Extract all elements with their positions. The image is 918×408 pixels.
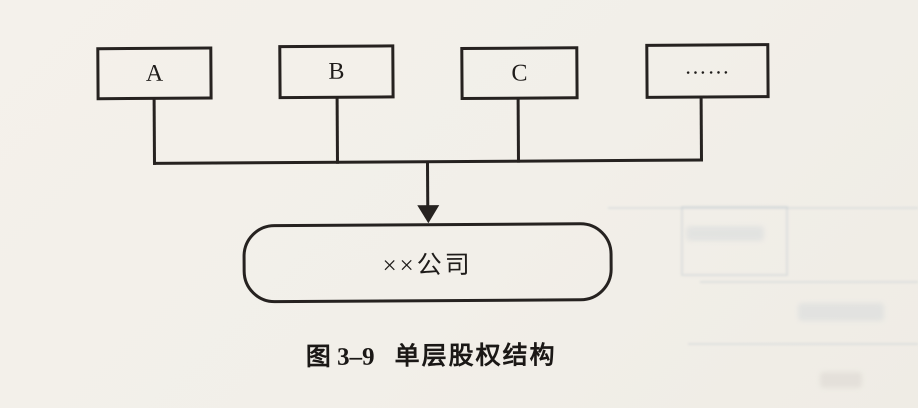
company-box: ××公司 — [242, 222, 613, 304]
arrow-head-icon — [417, 205, 440, 224]
connector-stub-b — [335, 96, 340, 164]
shareholder-box-ellipsis: …… — [645, 43, 770, 99]
shareholder-box-a: A — [96, 46, 213, 101]
shareholder-label-ellipsis: …… — [684, 52, 731, 79]
shareholder-box-c: C — [460, 46, 579, 100]
shareholder-box-b: B — [278, 44, 395, 100]
connector-stub-c — [516, 97, 520, 163]
arrow-shaft — [425, 161, 430, 208]
company-label: ××公司 — [382, 251, 473, 279]
figure-caption-title: 单层股权结构 — [394, 342, 557, 371]
connector-stub-ellipsis — [699, 96, 703, 162]
figure-caption-number: 图 3–9 — [305, 343, 375, 371]
connector-stub-a — [152, 97, 157, 165]
shareholder-label-c: C — [511, 60, 528, 87]
figure-caption: 图 3–9 单层股权结构 — [1, 334, 861, 375]
shareholder-label-b: B — [328, 58, 345, 85]
shareholder-label-a: A — [145, 60, 164, 87]
